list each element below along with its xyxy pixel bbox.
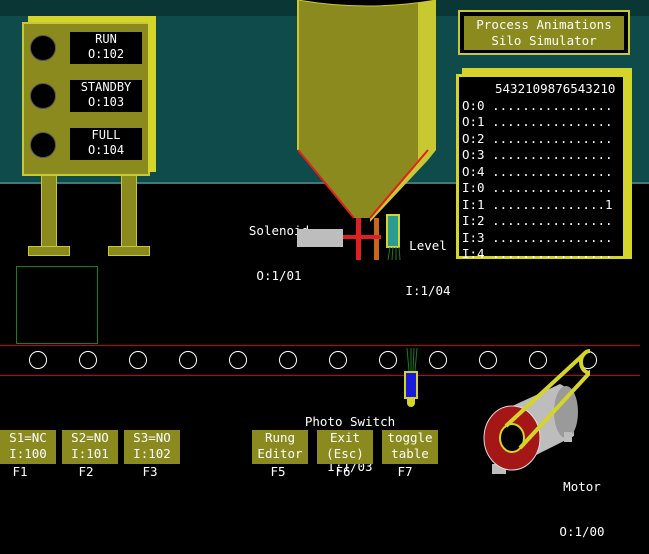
conveyor-roller [429,351,447,369]
full-lamp [30,132,56,158]
f6-key-label: F6 [335,464,351,479]
full-label: FULL [91,128,121,142]
io-row-i4: I:4 ................ [462,246,613,261]
f1-key-label: F1 [12,464,28,479]
io-row-i1: I:1 ...............1 [462,196,613,212]
io-table: 5432109876543210 O:0 ................ O:… [456,74,626,261]
io-row-i2: I:2 ................ [462,213,613,228]
io-row-i0: I:0 ................ [462,180,613,195]
io-table-header: 5432109876543210 [495,81,616,96]
empty-container-outline [16,266,98,344]
f5-key-label: F5 [270,464,286,479]
f2-key-label: F2 [78,464,94,479]
photo-switch-tip [407,399,415,407]
conveyor-roller [29,351,47,369]
silo [297,0,437,260]
conveyor-top-line [0,345,640,346]
run-indicator: RUN O:102 [70,32,142,64]
standby-label: STANDBY [80,80,132,94]
level-sensor [386,214,400,248]
conveyor-roller [379,351,397,369]
conveyor-bottom-line [0,375,640,376]
run-lamp [30,35,56,61]
switch-s2-button[interactable]: S2=NO I:101 [62,430,118,464]
panel-foot-left [28,246,70,256]
title-line-2: Silo Simulator [491,33,597,48]
conveyor-roller [279,351,297,369]
title-line-1: Process Animations [476,17,612,32]
io-row-o0: O:0 ................ [462,97,613,113]
standby-indicator: STANDBY O:103 [70,80,142,112]
conveyor-roller [79,351,97,369]
io-row-o1: O:1 ................ [462,114,613,129]
title-inner: Process Animations Silo Simulator [464,16,624,50]
io-row-o3: O:3 ................ [462,147,613,162]
level-label: Level I:1/04 [405,238,451,298]
panel-leg-left [41,173,57,255]
run-address: O:102 [87,47,125,61]
panel-leg-right [121,173,137,255]
exit-button[interactable]: Exit (Esc) [317,430,373,464]
io-row-o4: O:4 ................ [462,163,613,179]
io-table-side [626,68,632,259]
f7-key-label: F7 [397,464,413,479]
conveyor-roller [479,351,497,369]
switch-s3-button[interactable]: S3=NO I:102 [124,430,180,464]
photo-switch-wires [406,348,418,372]
photo-switch-sensor [404,371,418,399]
motor [483,349,590,474]
indicator-panel-side [148,16,156,172]
full-indicator: FULL O:104 [70,128,142,160]
toggle-table-button[interactable]: toggle table [382,430,438,464]
run-label: RUN [95,32,117,46]
switch-s1-button[interactable]: S1=NC I:100 [0,430,56,464]
solenoid-body [297,229,343,247]
conveyor-roller [529,351,547,369]
title-box: Process Animations Silo Simulator [458,10,630,55]
conveyor-roller [179,351,197,369]
io-row-i3: I:3 ................ [462,229,613,245]
indicator-panel-top [28,16,156,22]
full-address: O:104 [87,143,125,157]
panel-foot-right [108,246,150,256]
conveyor-roller [229,351,247,369]
motor-label: Motor O:1/00 [559,479,605,539]
io-table-top [462,68,630,74]
standby-address: O:103 [87,95,125,109]
io-row-o2: O:2 ................ [462,130,613,146]
solenoid-rod [343,235,381,239]
rung-editor-button[interactable]: Rung Editor [252,430,308,464]
standby-lamp [30,83,56,109]
solenoid-label: Solenoid O:1/01 [248,223,310,283]
f3-key-label: F3 [142,464,158,479]
level-sensor-wires [387,247,401,261]
conveyor-roller [129,351,147,369]
conveyor-roller [329,351,347,369]
